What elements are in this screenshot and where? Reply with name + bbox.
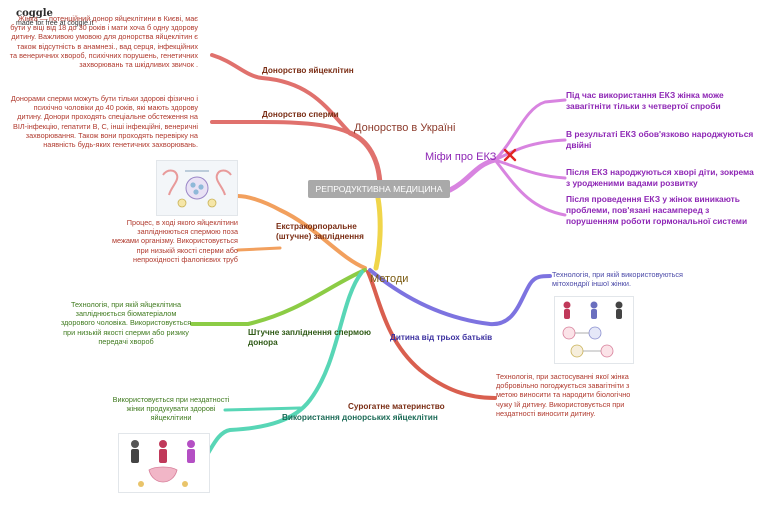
connector-egg-donation <box>210 53 352 135</box>
egg-donation-label[interactable]: Донорство яйцеклітин <box>262 66 354 75</box>
cross-mark-icon <box>504 148 517 162</box>
connector-surrogacy <box>366 270 497 400</box>
donor-insemination-label[interactable]: Штучне запліднення спермою донора <box>248 328 371 347</box>
branch-ukraine-label[interactable]: Донорство в Україні <box>354 122 456 134</box>
connector-myth-4 <box>493 158 567 217</box>
three-parents-note: Технологія, при якій використовуються мі… <box>552 270 683 289</box>
central-node[interactable]: РЕПРОДУКТИВНА МЕДИЦИНА <box>308 180 450 198</box>
myth-item-3[interactable]: Після ЕКЗ народжуються хворі діти, зокре… <box>566 167 754 188</box>
three-parents-diagram-image <box>562 301 623 358</box>
ivf-label[interactable]: Екстракорпоральне (штучне) запліднення <box>276 222 364 241</box>
connector-donor-insemination <box>190 268 367 326</box>
myth-item-1[interactable]: Під час використання ЕКЗ жінка може зава… <box>566 90 724 111</box>
connector-myth-2 <box>493 138 567 162</box>
coggle-logo[interactable]: coggle <box>16 8 53 19</box>
connector-three-parents <box>368 268 552 327</box>
egg-donation-note: Жінка — потенційний донор яйцеклітини в … <box>9 14 198 70</box>
ivf-note: Процес, в ході якого яйцеклітини заплідн… <box>111 218 238 264</box>
connector-myth-3 <box>493 158 567 180</box>
surrogacy-note: Технологія, при застосуванні якої жінка … <box>496 372 631 418</box>
connector-myths <box>447 157 498 193</box>
connector-myth-1 <box>493 98 567 162</box>
sperm-donation-label[interactable]: Донорство сперми <box>262 110 339 119</box>
three-parents-illustration[interactable] <box>554 296 634 364</box>
donor-eggs-illustration[interactable] <box>118 433 210 493</box>
connector-ivf-note <box>236 246 282 252</box>
connector-donor-eggs-note <box>223 406 302 412</box>
branch-methods-label[interactable]: Методи <box>370 273 409 285</box>
made-with-coggle-label[interactable]: made for free at coggle.it <box>16 20 94 27</box>
surrogacy-label[interactable]: Сурогатне материнство <box>348 402 445 411</box>
donor-eggs-label[interactable]: Використання донорських яйцеклітин <box>282 413 438 422</box>
ivf-diagram-image <box>157 161 237 215</box>
branch-myths-text: Міфи про ЕКЗ <box>425 151 497 163</box>
connector-donor-eggs <box>203 270 364 460</box>
myth-item-2[interactable]: В результаті ЕКЗ обов'язково народжуютьс… <box>566 129 754 150</box>
donor-eggs-diagram-image <box>131 440 195 487</box>
branch-myths-label[interactable]: Міфи про ЕКЗ <box>425 148 517 164</box>
central-node-label: РЕПРОДУКТИВНА МЕДИЦИНА <box>315 184 443 194</box>
myth-item-4[interactable]: Після проведення ЕКЗ у жінок виникають п… <box>566 194 748 226</box>
connector-methods-trunk <box>373 195 383 271</box>
donor-eggs-note: Використовується при нездатності жінки п… <box>112 395 230 423</box>
donor-insemination-note: Технологія, при якій яйцеклітина заплідн… <box>60 300 192 346</box>
three-parents-label[interactable]: Дитина від трьох батьків <box>390 333 493 342</box>
ivf-illustration[interactable] <box>156 160 238 216</box>
sperm-donation-note: Донорами сперми можуть бути тільки здоро… <box>10 94 198 150</box>
connector-ivf <box>236 194 367 270</box>
connector-sperm-donation <box>210 120 352 135</box>
